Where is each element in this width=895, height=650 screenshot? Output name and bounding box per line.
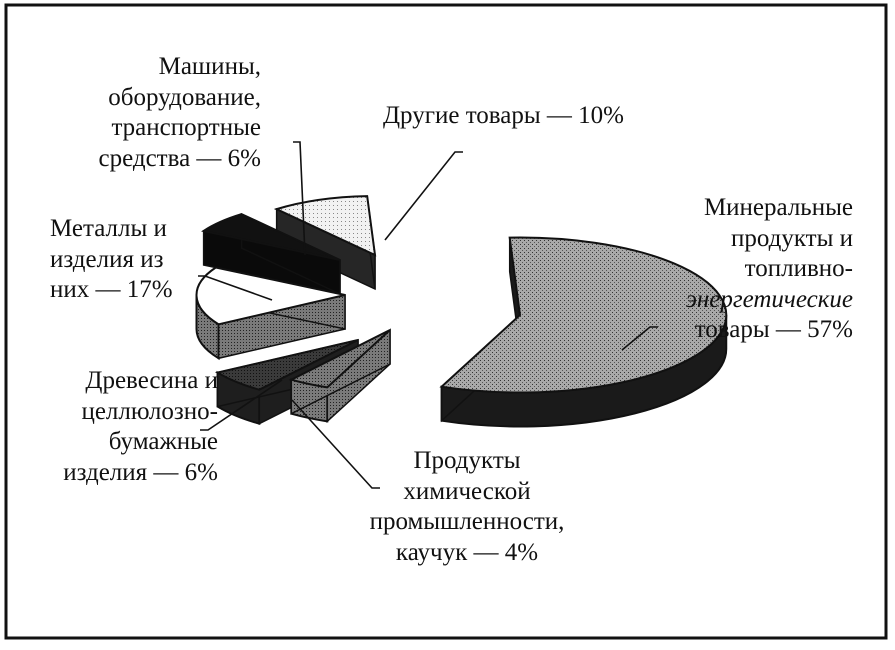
leader-line-other xyxy=(384,151,463,241)
label-chemical-line: химической xyxy=(403,477,531,505)
label-metals: Металлы и изделия из них — 17% xyxy=(50,214,173,306)
pie-slice-other xyxy=(273,195,377,291)
label-wood-line: Древесина и xyxy=(85,367,218,394)
label-machinery-line: Машины, xyxy=(158,53,261,80)
pie-slice-machinery xyxy=(201,212,341,296)
label-chemical-line: каучук — 4% xyxy=(395,538,539,566)
leader-line-mineral xyxy=(621,326,658,351)
leader-line-metals xyxy=(198,275,273,301)
label-machinery-line: средства — 6% xyxy=(98,144,262,172)
label-chemical: Продукты химической промышленности, кауч… xyxy=(352,446,582,568)
label-mineral-line: топливно- xyxy=(744,255,853,282)
pie-slice-top xyxy=(214,339,359,391)
pie-slice-chemical xyxy=(288,328,391,424)
pie-slice-top xyxy=(201,213,341,261)
frame-border xyxy=(4,3,888,640)
pie-slice-metals xyxy=(195,266,346,361)
label-mineral-line: Минеральные xyxy=(703,194,853,221)
label-wood: Древесина и целлюлозно- бумажные изделия… xyxy=(63,366,218,488)
label-metals-line: них — 17% xyxy=(50,276,173,303)
pie-slice-top xyxy=(439,236,728,394)
pie-slice-top xyxy=(195,266,346,326)
pie-slice-top xyxy=(288,329,391,389)
label-wood-line: бумажные xyxy=(108,428,218,455)
leader-lines xyxy=(198,141,658,489)
label-mineral-line: энергетические xyxy=(685,285,853,313)
label-metals-line: изделия из xyxy=(50,245,164,273)
label-machinery-line: транспортные xyxy=(111,114,261,141)
label-mineral-line: продукты и xyxy=(730,224,853,252)
label-chemical-line: промышленности, xyxy=(369,508,565,535)
label-wood-line: целлюлозно- xyxy=(81,397,218,425)
pie-slice-mineral xyxy=(439,236,728,428)
pie-slices xyxy=(195,195,728,428)
leader-line-chemical xyxy=(291,399,380,489)
label-other-line: Другие товары — 10% xyxy=(383,102,624,129)
label-machinery: Машины, оборудование, транспортные средс… xyxy=(99,52,262,174)
label-wood-line: изделия — 6% xyxy=(63,458,218,486)
label-machinery-line: оборудование, xyxy=(108,83,261,111)
leader-line-machinery xyxy=(293,141,306,256)
label-metals-line: Металлы и xyxy=(50,215,167,242)
leader-line-wood xyxy=(200,379,283,431)
label-other: Другие товары — 10% xyxy=(383,101,624,132)
label-chemical-line: Продукты xyxy=(413,447,521,474)
label-mineral-line: товары — 57% xyxy=(694,316,853,343)
label-mineral: Минеральные продукты и топливно- энергет… xyxy=(686,193,853,346)
pie-slice-top xyxy=(273,195,377,257)
